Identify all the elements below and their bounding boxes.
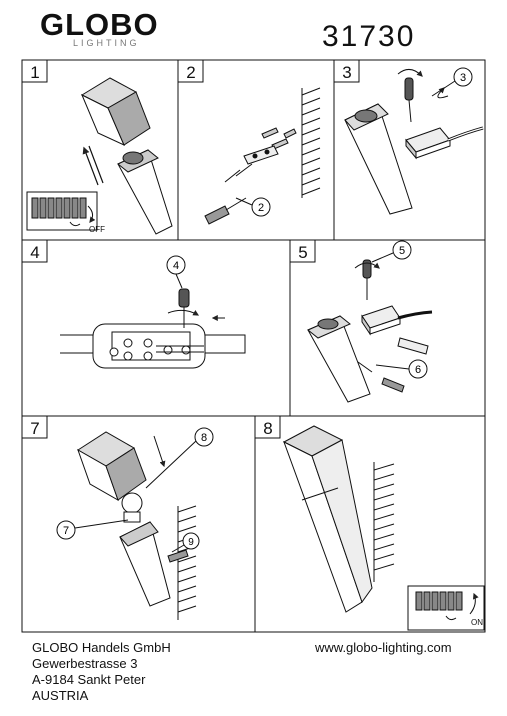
brand-tagline: LIGHTING (73, 38, 140, 48)
step-label-boxes (21, 59, 360, 439)
step-number-2: 2 (186, 63, 195, 82)
switch-on-label: ON (471, 618, 483, 627)
step-number-5: 5 (298, 243, 307, 262)
step-number-3: 3 (342, 63, 351, 82)
panel-3-illustration (344, 69, 484, 215)
step-number-7: 7 (30, 419, 39, 438)
callout-7-label: 7 (63, 525, 69, 537)
callout-6-label: 6 (415, 364, 421, 376)
switch-off-label: OFF (89, 225, 105, 234)
callout-3-label: 3 (460, 72, 466, 84)
step-number-1: 1 (30, 63, 39, 82)
callout-8 (145, 427, 214, 489)
callout-9 (171, 532, 200, 553)
step-number-8: 8 (263, 419, 272, 438)
website-link[interactable]: www.globo-lighting.com (315, 640, 452, 655)
panel-4-illustration (60, 288, 246, 369)
panel-5-illustration (307, 259, 433, 403)
callout-5-label: 5 (399, 245, 405, 257)
callout-2 (235, 197, 271, 217)
callout-9-label: 9 (188, 537, 194, 548)
brand-logo: GLOBO LIGHTING (40, 7, 159, 48)
callout-6 (375, 359, 428, 379)
callout-3 (431, 67, 473, 97)
country: AUSTRIA (32, 688, 89, 703)
callout-7 (56, 519, 129, 540)
panel-7-illustration (77, 431, 197, 620)
panel-2-illustration (204, 87, 321, 225)
street: Gewerbestrasse 3 (32, 656, 138, 671)
address-block: GLOBO Handels GmbH Gewerbestrasse 3 A-91… (32, 640, 171, 704)
panel-8-illustration (282, 425, 485, 631)
brand-name: GLOBO (40, 7, 159, 42)
callout-2-label: 2 (258, 202, 264, 214)
model-number: 31730 (322, 20, 416, 53)
callout-4-label: 4 (173, 260, 179, 272)
city: A-9184 Sankt Peter (32, 672, 146, 687)
callout-5 (371, 240, 412, 263)
step-number-4: 4 (30, 243, 39, 262)
panel-1-illustration (26, 77, 173, 235)
company-name: GLOBO Handels GmbH (32, 640, 171, 655)
step-grid (21, 59, 486, 633)
callout-4 (166, 255, 186, 289)
callout-8-label: 8 (201, 432, 207, 444)
